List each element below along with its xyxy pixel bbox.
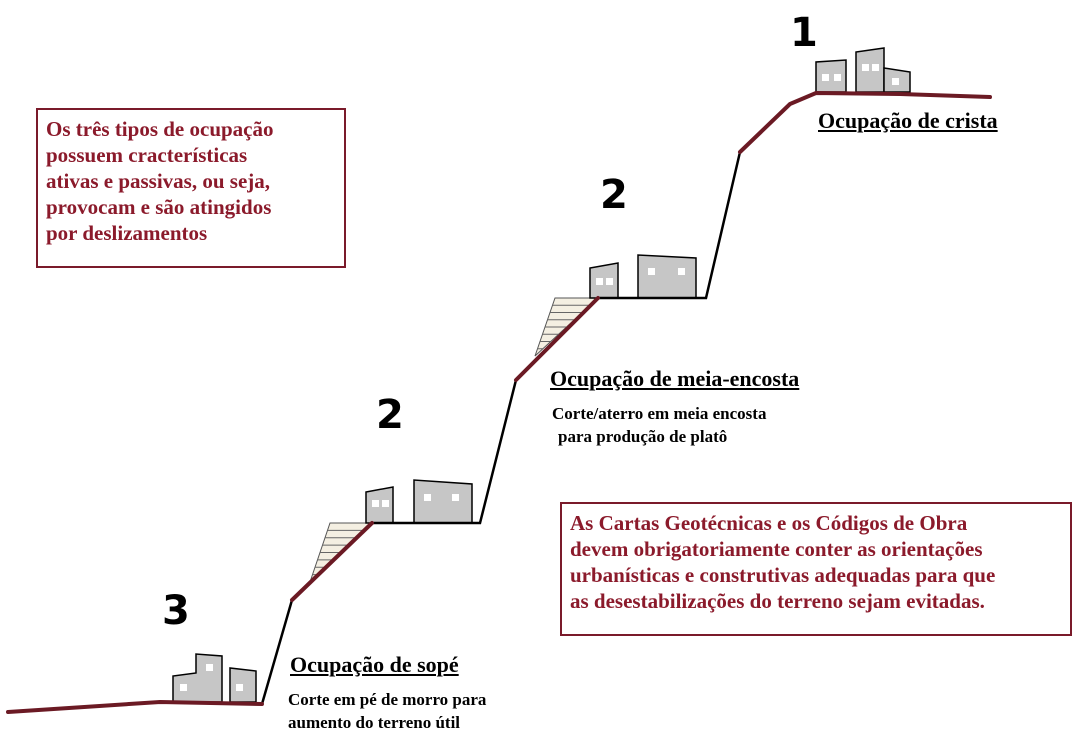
number-mid-lower: 2 xyxy=(376,392,404,438)
building-window xyxy=(236,684,243,691)
building xyxy=(815,59,847,93)
building-window xyxy=(648,268,655,275)
number-foot: 3 xyxy=(162,588,190,634)
building-window xyxy=(822,74,829,81)
occupied-terrain-line xyxy=(290,521,374,602)
terrain-profile xyxy=(6,91,992,714)
slope-line xyxy=(598,151,742,300)
buildings xyxy=(172,47,911,703)
building-window xyxy=(872,64,879,71)
occupied-terrain-line xyxy=(6,700,264,714)
info-box-line: devem obrigatoriamente conter as orienta… xyxy=(570,537,983,561)
slope-line xyxy=(260,599,294,705)
building-window xyxy=(606,278,613,285)
description-line: para produção de platô xyxy=(558,427,728,446)
info-box-line: por deslizamentos xyxy=(46,221,208,245)
info-box-line: Os três tipos de ocupação xyxy=(46,117,274,141)
mid-slope-title: Ocupação de meia-encosta xyxy=(550,366,800,391)
info-box-occupation-types: Os três tipos de ocupação possuem cracte… xyxy=(36,108,346,268)
description-line: Corte/aterro em meia encosta xyxy=(552,404,767,423)
info-box-line: ativas e passivas, ou seja, xyxy=(46,169,271,193)
building xyxy=(413,479,473,524)
mid-slope-description: Corte/aterro em meia encosta para produç… xyxy=(552,402,766,448)
building-window xyxy=(382,500,389,507)
info-box-line: possuem cracterísticas xyxy=(46,143,248,167)
building-window xyxy=(892,78,899,85)
occupied-terrain-line xyxy=(514,296,600,382)
description-line: Corte em pé de morro para xyxy=(288,690,487,709)
info-box-geotechnical-charts: As Cartas Geotécnicas e os Códigos de Ob… xyxy=(560,502,1072,636)
building-window xyxy=(372,500,379,507)
building xyxy=(172,653,223,703)
number-mid-upper: 2 xyxy=(600,172,628,218)
crest-title: Ocupação de crista xyxy=(818,108,998,133)
number-crest: 1 xyxy=(790,10,818,56)
building-window xyxy=(452,494,459,501)
slope-line xyxy=(372,379,518,525)
info-box-line: provocam e são atingidos xyxy=(46,195,272,219)
info-box-line: as desestabilizações do terreno sejam ev… xyxy=(570,589,985,613)
info-box-line: urbanísticas e construtivas adequadas pa… xyxy=(570,563,996,587)
building-window xyxy=(206,664,213,671)
building-window xyxy=(834,74,841,81)
foot-title: Ocupação de sopé xyxy=(290,652,459,677)
building-window xyxy=(180,684,187,691)
building xyxy=(855,47,885,93)
occupied-terrain-line xyxy=(738,91,992,154)
foot-description: Corte em pé de morro para aumento do ter… xyxy=(288,688,486,734)
building-window xyxy=(424,494,431,501)
info-box-line: As Cartas Geotécnicas e os Códigos de Ob… xyxy=(570,511,968,535)
building-window xyxy=(678,268,685,275)
building xyxy=(589,262,619,299)
building-window xyxy=(596,278,603,285)
building-window xyxy=(862,64,869,71)
building xyxy=(637,254,697,299)
description-line: aumento do terreno útil xyxy=(288,713,461,732)
